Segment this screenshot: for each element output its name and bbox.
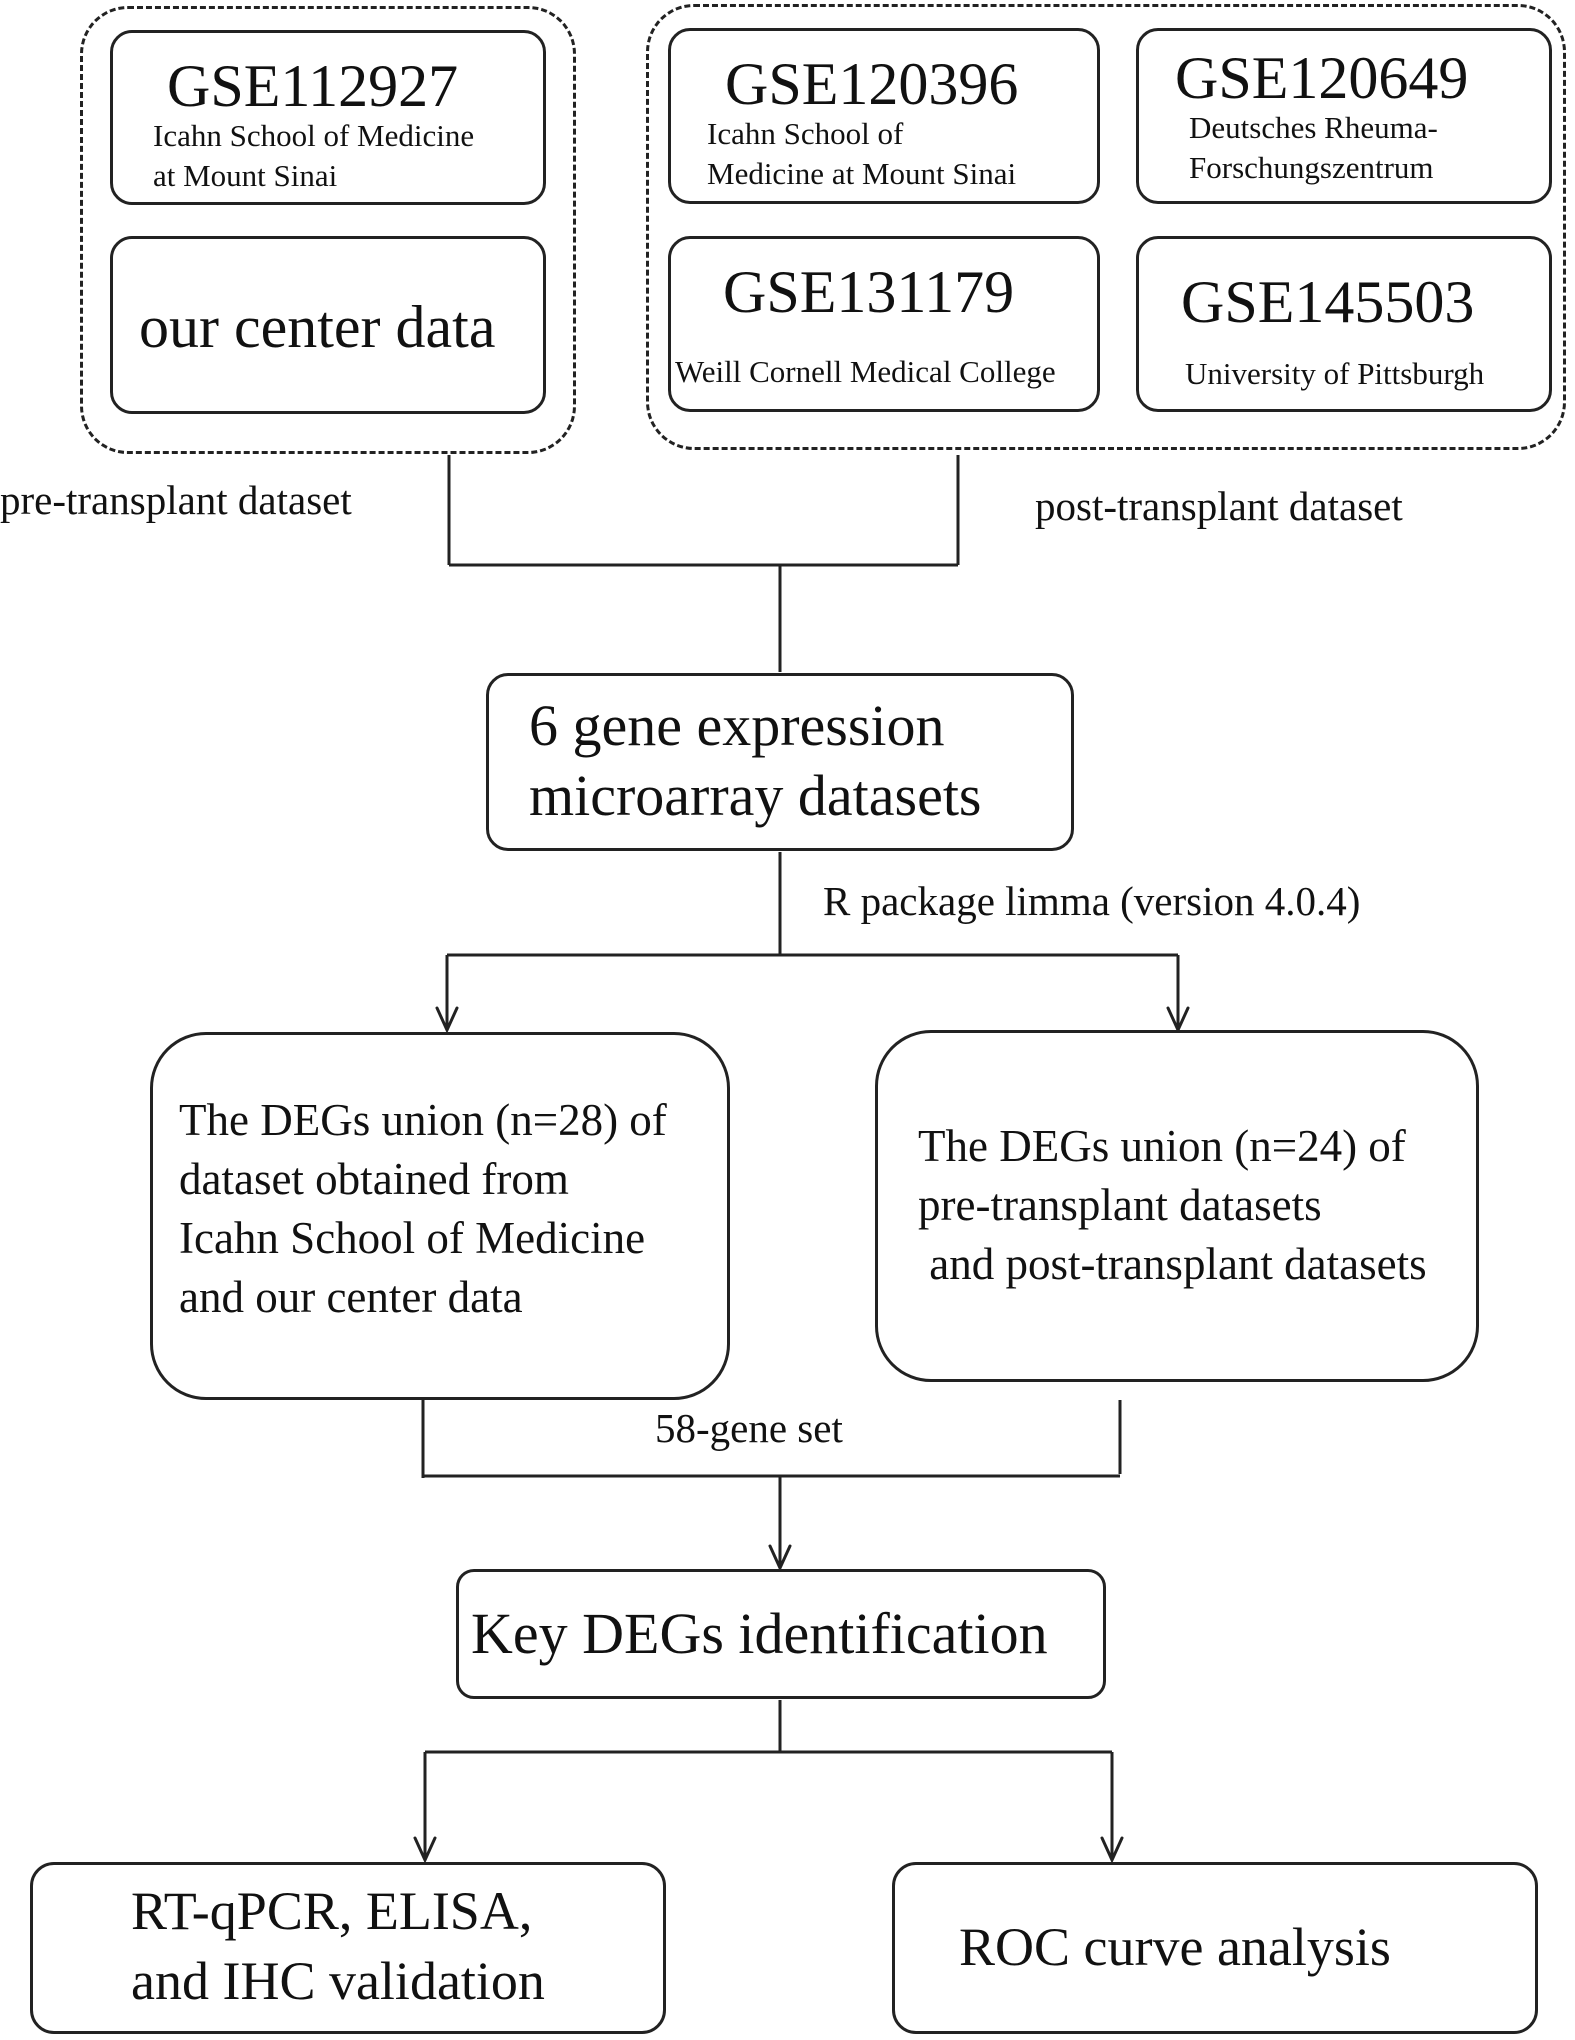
key-degs-box: Key DEGs identification bbox=[456, 1569, 1106, 1699]
deg-right-line: and post-transplant datasets bbox=[918, 1239, 1427, 1289]
dataset-id: GSE112927 bbox=[167, 53, 459, 119]
dataset-label: our center data bbox=[139, 294, 496, 360]
deg-left-line: The DEGs union (n=28) of bbox=[179, 1095, 667, 1145]
dataset-box-gse120649: GSE120649 Deutsches Rheuma- Forschungsze… bbox=[1136, 28, 1552, 204]
dataset-institution-line: Icahn School of bbox=[707, 116, 904, 151]
dataset-institution-line: Icahn School of Medicine bbox=[153, 118, 475, 153]
deg-left-line: Icahn School of Medicine bbox=[179, 1213, 646, 1263]
dataset-id: GSE145503 bbox=[1181, 269, 1475, 335]
microarray-line: microarray datasets bbox=[529, 763, 982, 828]
dataset-id: GSE120396 bbox=[725, 51, 1019, 117]
gene-set-label: 58-gene set bbox=[655, 1405, 843, 1451]
deg-right-line: pre-transplant datasets bbox=[918, 1180, 1322, 1230]
post-transplant-label: post-transplant dataset bbox=[1035, 483, 1403, 529]
microarray-line: 6 gene expression bbox=[529, 693, 945, 758]
key-degs-label: Key DEGs identification bbox=[471, 1601, 1048, 1666]
dataset-institution-line: Forschungszentrum bbox=[1189, 150, 1434, 185]
post-transplant-group bbox=[646, 4, 1566, 450]
dataset-box-gse145503: GSE145503 University of Pittsburgh bbox=[1136, 236, 1552, 412]
dataset-id: GSE131179 bbox=[723, 259, 1015, 325]
dataset-box-our-center: our center data bbox=[110, 236, 546, 414]
dataset-box-gse112927: GSE112927 Icahn School of Medicine at Mo… bbox=[110, 30, 546, 205]
validation-box: RT-qPCR, ELISA, and IHC validation bbox=[30, 1862, 666, 2034]
validation-line: and IHC validation bbox=[131, 1951, 545, 2011]
dataset-box-gse120396: GSE120396 Icahn School of Medicine at Mo… bbox=[668, 28, 1100, 204]
dataset-institution-line: University of Pittsburgh bbox=[1185, 356, 1485, 391]
pre-transplant-group bbox=[80, 6, 576, 454]
microarray-datasets-box: 6 gene expression microarray datasets bbox=[486, 673, 1074, 851]
limma-label: R package limma (version 4.0.4) bbox=[823, 878, 1361, 924]
dataset-institution-line: Deutsches Rheuma- bbox=[1189, 110, 1438, 145]
deg-right-line: The DEGs union (n=24) of bbox=[918, 1121, 1406, 1171]
validation-line: RT-qPCR, ELISA, bbox=[131, 1881, 533, 1941]
dataset-institution-line: Medicine at Mount Sinai bbox=[707, 156, 1017, 191]
dataset-box-gse131179: GSE131179 Weill Cornell Medical College bbox=[668, 236, 1100, 412]
deg-left-line: dataset obtained from bbox=[179, 1154, 569, 1204]
dataset-institution-line: at Mount Sinai bbox=[153, 158, 338, 193]
deg-left-line: and our center data bbox=[179, 1272, 523, 1322]
deg-union-right-box: The DEGs union (n=24) of pre-transplant … bbox=[875, 1030, 1479, 1382]
dataset-institution-line: Weill Cornell Medical College bbox=[675, 354, 1056, 389]
roc-analysis-label: ROC curve analysis bbox=[959, 1917, 1391, 1977]
roc-analysis-box: ROC curve analysis bbox=[892, 1862, 1538, 2034]
deg-union-left-box: The DEGs union (n=28) of dataset obtaine… bbox=[150, 1032, 730, 1400]
pre-transplant-label: pre-transplant dataset bbox=[0, 477, 352, 523]
dataset-id: GSE120649 bbox=[1175, 45, 1469, 111]
